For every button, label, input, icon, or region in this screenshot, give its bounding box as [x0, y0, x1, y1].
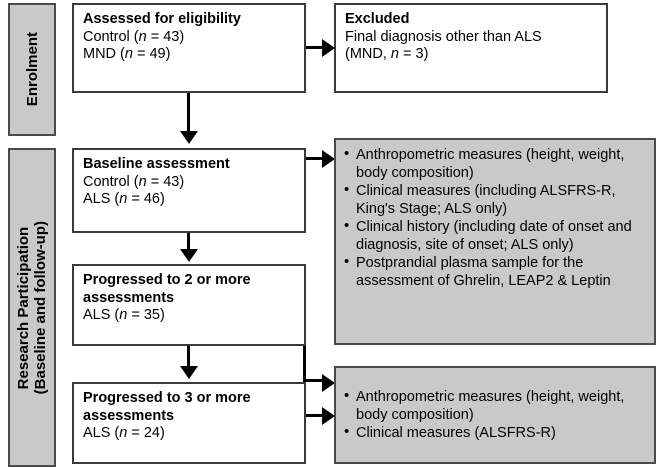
- node-assessed-line-2: MND (n = 49): [83, 46, 171, 62]
- node-assessed-for-eligibility: Assessed for eligibility Control (n = 43…: [72, 3, 306, 93]
- node-excluded: Excluded Final diagnosis other than ALS …: [334, 3, 608, 93]
- connector-progressed2-to-progressed3: [187, 346, 190, 368]
- stage-label-enrolment-text: Enrolment: [23, 32, 41, 107]
- list-item: Postprandial plasma sample for the asses…: [344, 253, 646, 290]
- node-assessed-title: Assessed for eligibility: [83, 11, 241, 27]
- arrowhead-assessed-to-baseline: [179, 131, 198, 144]
- list-item: Clinical history (including date of onse…: [344, 217, 646, 254]
- stage-label-research-participation-text: Research Participation (Baseline and fol…: [15, 220, 49, 395]
- node-progressed-2-or-more: Progressed to 2 or more assessments ALS …: [72, 264, 306, 346]
- connector-assessed-to-baseline: [187, 93, 190, 135]
- node-progressed2-line-1: ALS (n = 35): [83, 307, 165, 323]
- list-item: Clinical measures (including ALSFRS-R, K…: [344, 181, 646, 218]
- connector-progressed2-elbow-vertical: [303, 346, 306, 382]
- arrowhead-progressed3-to-followup: [322, 407, 335, 425]
- list-item: Clinical measures (ALSFRS-R): [344, 423, 646, 442]
- arrowhead-progressed2-to-progressed3: [179, 366, 198, 379]
- infobox-followup-measures-list: Anthropometric measures (height, weight,…: [344, 387, 646, 442]
- list-item: Anthropometric measures (height, weight,…: [344, 145, 646, 182]
- node-progressed2-title: Progressed to 2 or more assessments: [83, 272, 251, 306]
- stage-label-research-participation: Research Participation (Baseline and fol…: [8, 148, 56, 467]
- connector-baseline-to-measures: [306, 157, 328, 160]
- arrowhead-assessed-to-excluded: [322, 39, 335, 57]
- arrowhead-baseline-to-progressed2: [179, 249, 198, 262]
- node-assessed-line-1: Control (n = 43): [83, 28, 185, 45]
- infobox-baseline-measures: Anthropometric measures (height, weight,…: [334, 138, 656, 345]
- node-baseline-title: Baseline assessment: [83, 156, 230, 172]
- connector-assessed-to-excluded: [306, 46, 328, 49]
- stage-label-enrolment: Enrolment: [8, 3, 56, 136]
- node-progressed3-title: Progressed to 3 or more assessments: [83, 390, 251, 424]
- node-baseline-assessment: Baseline assessment Control (n = 43) ALS…: [72, 148, 306, 233]
- connector-baseline-to-progressed2: [187, 233, 190, 253]
- connector-progressed3-to-followup: [306, 414, 328, 417]
- arrowhead-progressed2-to-followup: [322, 373, 335, 392]
- arrowhead-baseline-to-measures: [322, 150, 335, 168]
- list-item: Anthropometric measures (height, weight,…: [344, 387, 646, 424]
- node-progressed-3-or-more: Progressed to 3 or more assessments ALS …: [72, 382, 306, 464]
- node-excluded-line-1: Final diagnosis other than ALS: [345, 28, 542, 45]
- infobox-followup-measures: Anthropometric measures (height, weight,…: [334, 366, 656, 464]
- infobox-baseline-measures-list: Anthropometric measures (height, weight,…: [344, 145, 646, 290]
- node-excluded-title: Excluded: [345, 11, 410, 27]
- node-excluded-line-2: (MND, n = 3): [345, 46, 429, 62]
- node-baseline-line-1: Control (n = 43): [83, 173, 185, 190]
- connector-progressed2-elbow-horizontal: [303, 379, 328, 382]
- node-baseline-line-2: ALS (n = 46): [83, 191, 165, 207]
- node-progressed3-line-1: ALS (n = 24): [83, 425, 165, 441]
